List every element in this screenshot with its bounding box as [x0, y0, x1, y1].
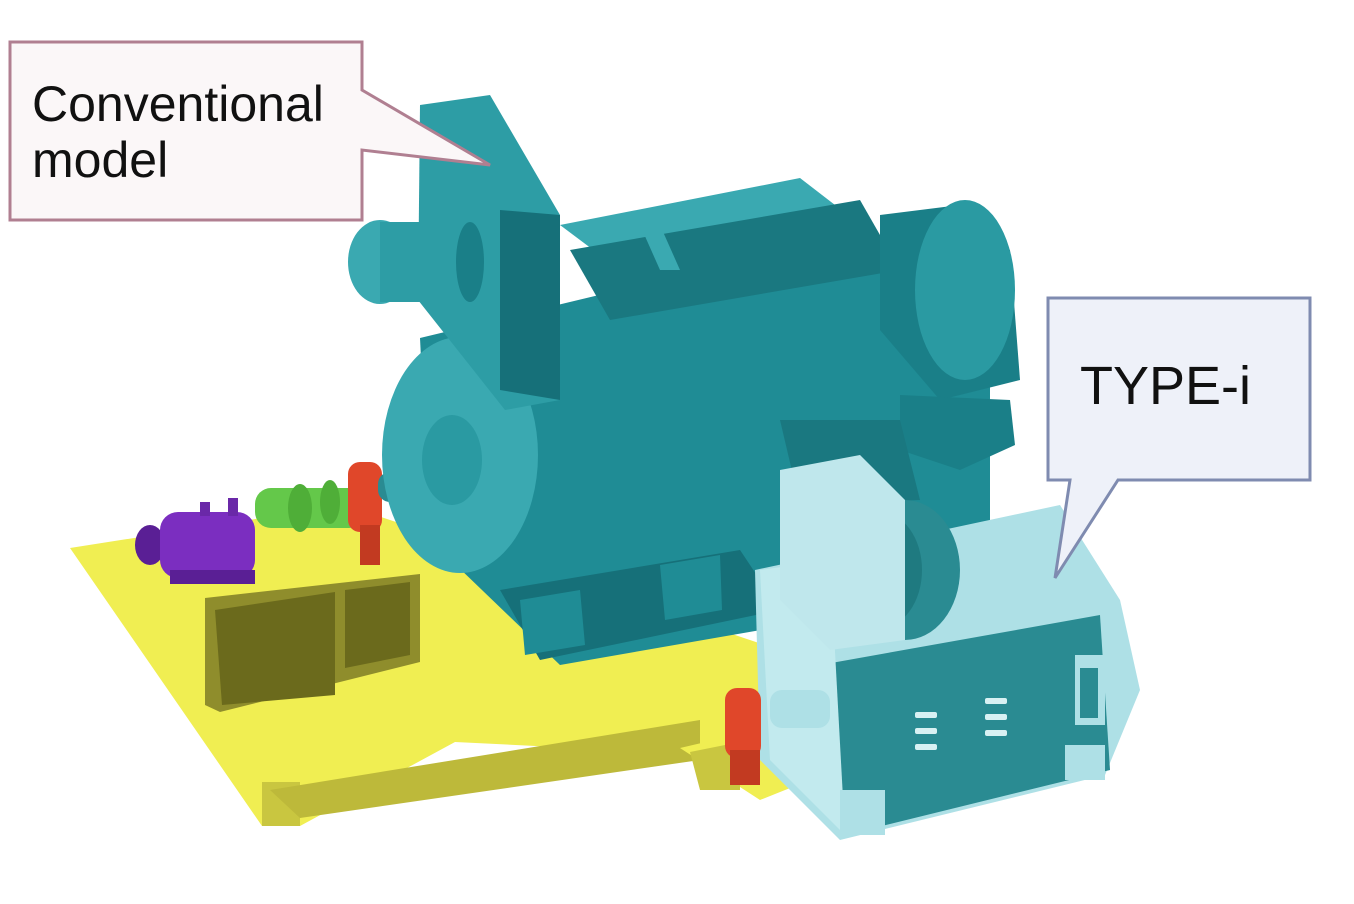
- type-i-callout: [1046, 296, 1312, 579]
- gearbox-icon: [135, 498, 255, 584]
- base-plate-icon: [70, 505, 900, 826]
- conventional-callout: [8, 40, 491, 222]
- conventional-model-label-line1: Conventional: [32, 76, 324, 132]
- type-i-label: TYPE-i: [1080, 356, 1252, 416]
- type-i-motor-icon: [725, 455, 1140, 840]
- conventional-model-label-line2: model: [32, 132, 169, 188]
- conventional-model-label: Conventional model: [32, 76, 362, 188]
- shaft-icon: [255, 480, 365, 532]
